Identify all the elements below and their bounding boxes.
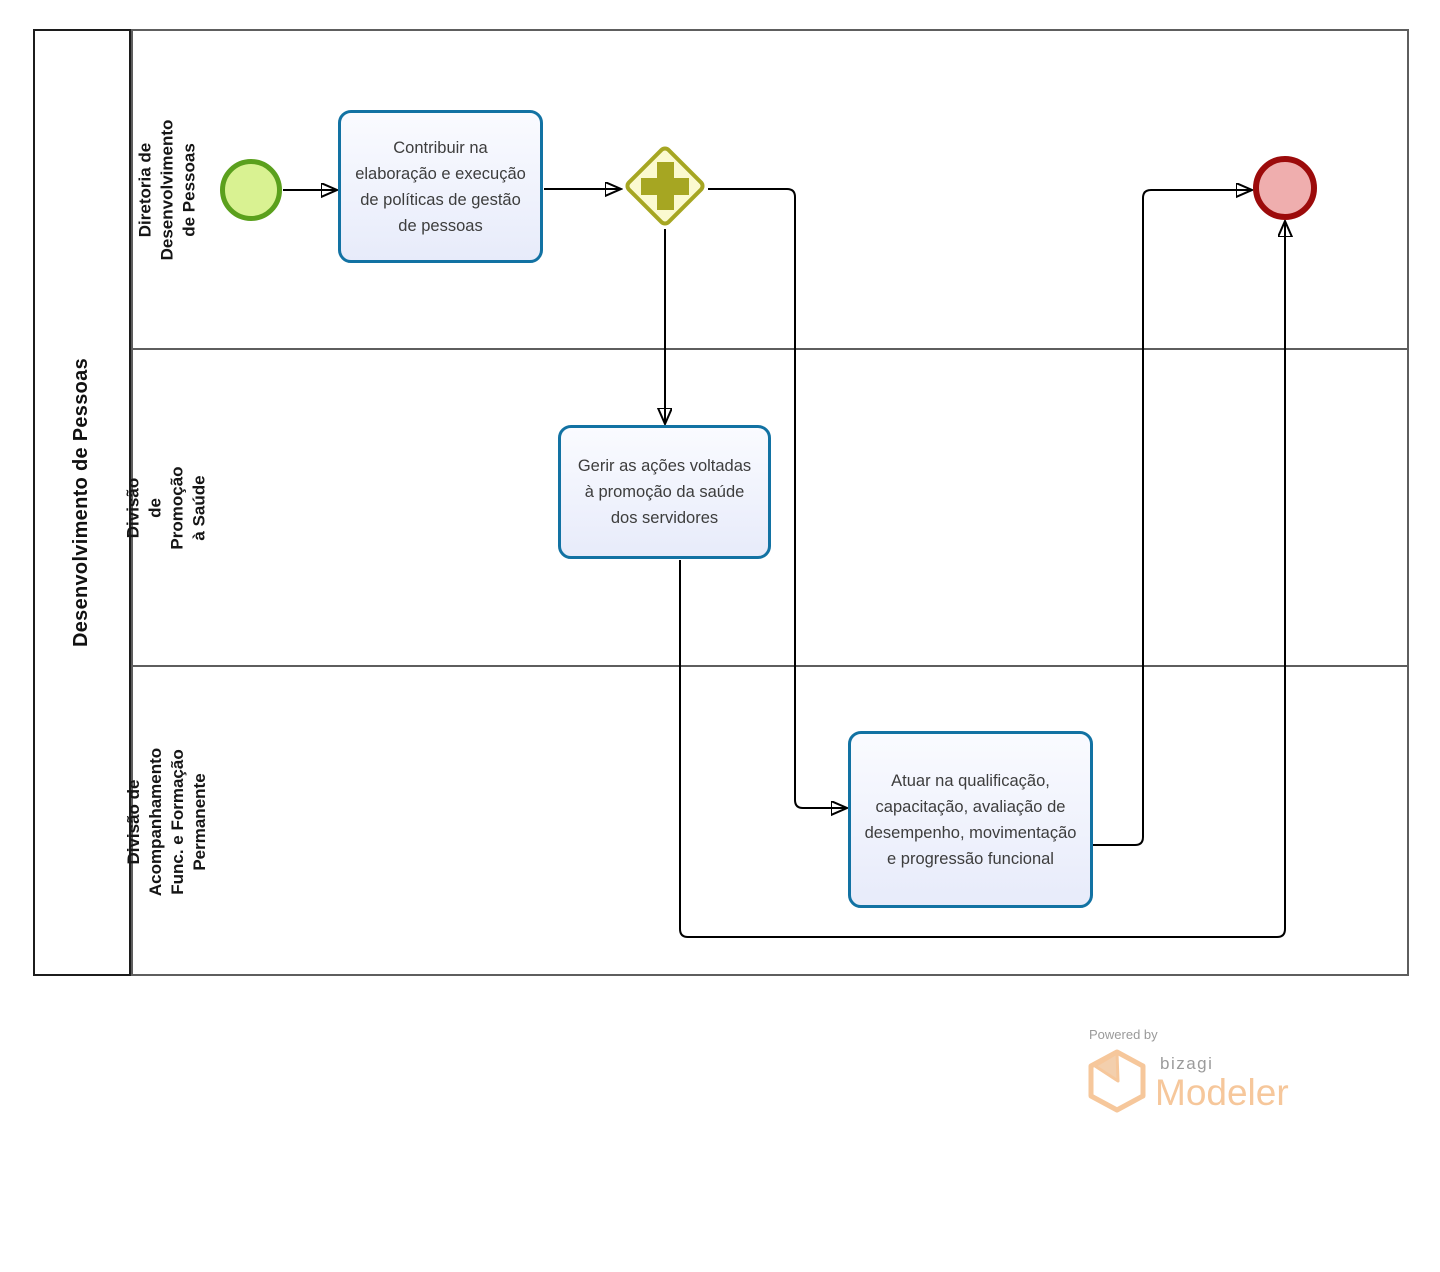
powered-by-label: Powered by — [1089, 1027, 1158, 1042]
flow-task3-to-end — [1093, 190, 1251, 846]
lane-promocao-saude: Divisão de Promoção à Saúde — [124, 350, 1407, 667]
plus-icon — [656, 162, 674, 210]
task-label: Atuar na qualificação, capacitação, aval… — [864, 771, 1077, 868]
end-event — [1253, 156, 1317, 220]
task-gerir-acoes-saude: Gerir as ações voltadas à promoção da sa… — [558, 425, 771, 559]
bizagi-brand-label: bizagi — [1160, 1054, 1214, 1073]
task-label: Contribuir na elaboração e execução de p… — [355, 138, 526, 235]
pool-header: Desenvolvimento de Pessoas — [33, 29, 131, 976]
task-atuar-qualificacao: Atuar na qualificação, capacitação, aval… — [848, 731, 1093, 908]
task-label: Gerir as ações voltadas à promoção da sa… — [577, 457, 752, 527]
modeler-product-label: Modeler — [1155, 1072, 1289, 1113]
bizagi-logo-icon — [1088, 1049, 1146, 1113]
start-event — [220, 159, 282, 221]
task-contribuir-politicas: Contribuir na elaboração e execução de p… — [338, 110, 543, 263]
parallel-gateway — [622, 143, 708, 229]
flow-task2-to-end — [679, 222, 1285, 938]
flow-gateway-to-task3 — [708, 188, 846, 808]
lane-diretoria: Diretoria de Desenvolvimento de Pessoas — [133, 31, 1407, 350]
